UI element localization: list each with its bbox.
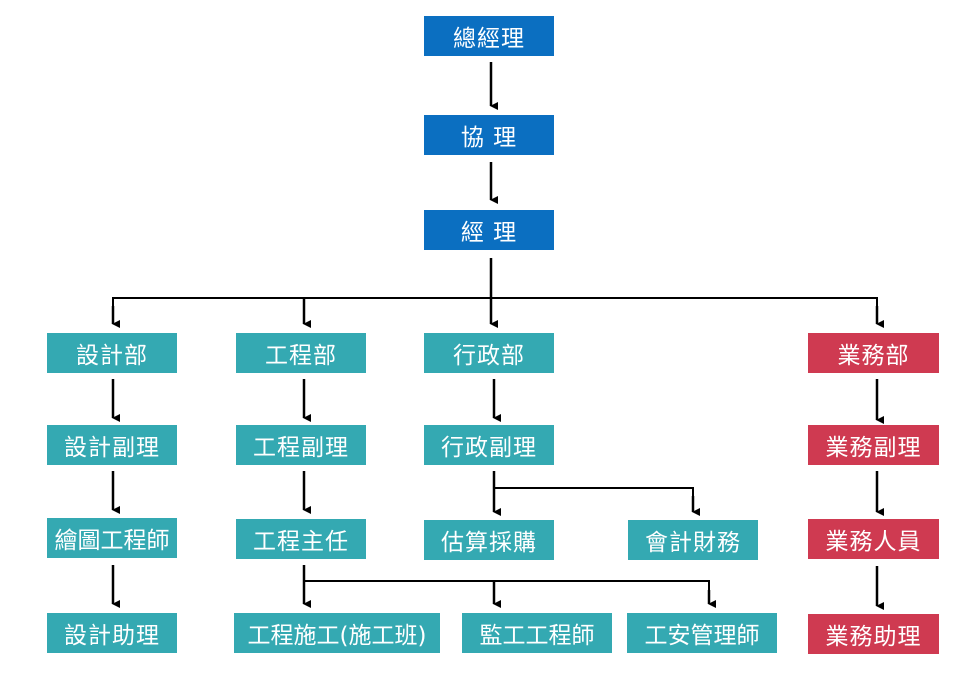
- node-design-assistant: 設計助理: [47, 613, 177, 653]
- node-procurement: 估算採購: [424, 520, 554, 560]
- node-accounting: 會計財務: [628, 520, 758, 560]
- node-general-manager: 總經理: [424, 16, 554, 56]
- node-engineering-supervisor: 工程主任: [236, 519, 366, 559]
- node-construction-crew: 工程施工(施工班): [234, 613, 440, 653]
- node-design-deputy: 設計副理: [47, 425, 177, 465]
- node-engineering-department: 工程部: [236, 333, 366, 373]
- node-assistant-manager: 協 理: [424, 115, 554, 155]
- node-admin-department: 行政部: [424, 333, 554, 373]
- node-sales-assistant: 業務助理: [808, 614, 939, 654]
- node-drafter: 繪圖工程師: [47, 518, 177, 558]
- node-safety-manager: 工安管理師: [627, 613, 777, 653]
- node-design-department: 設計部: [47, 333, 177, 373]
- node-sales-deputy: 業務副理: [808, 425, 939, 465]
- node-site-engineer: 監工工程師: [462, 613, 612, 653]
- node-admin-deputy: 行政副理: [424, 425, 554, 465]
- eng-bus-line: [304, 580, 710, 604]
- node-manager: 經 理: [424, 210, 554, 250]
- node-engineering-deputy: 工程副理: [236, 425, 366, 465]
- dept-bus-line: [112, 297, 878, 324]
- node-sales-staff: 業務人員: [808, 519, 939, 559]
- node-sales-department: 業務部: [808, 333, 939, 373]
- admin-bus-line: [494, 487, 694, 512]
